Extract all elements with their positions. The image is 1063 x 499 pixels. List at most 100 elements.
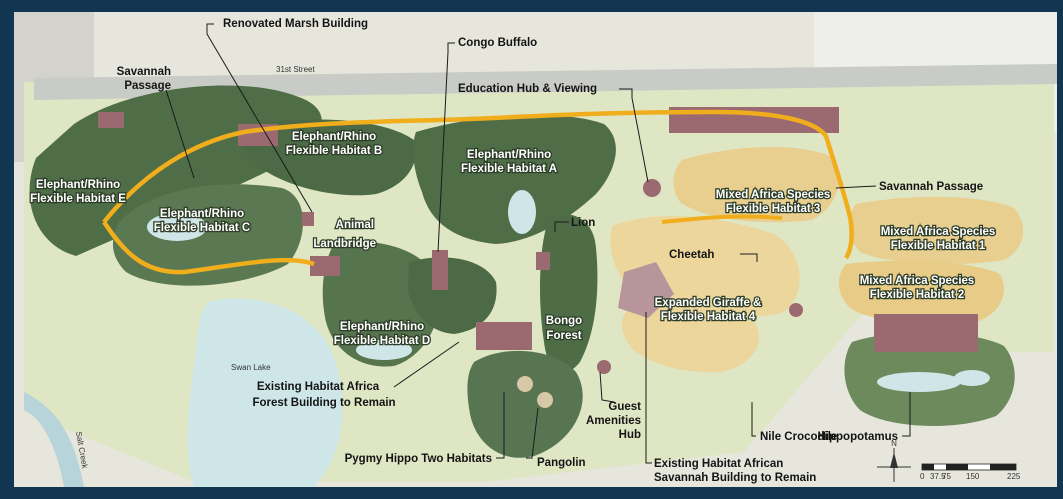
lion-building [536, 252, 550, 270]
scale-tick-4: 225 [1007, 472, 1021, 481]
zoo-master-plan-map: 31st Street Swan Lake Salt Creek [14, 12, 1057, 487]
label-education-hub: Education Hub & Viewing [458, 83, 597, 95]
label-bongo-forest-line2: Forest [546, 330, 581, 342]
giraffe-building [618, 262, 674, 318]
label-bongo-forest-line1: Bongo [546, 315, 582, 327]
label-mixed-1-line1: Mixed Africa Species [881, 226, 996, 238]
label-existing-forest-line2: Forest Building to Remain [252, 397, 395, 409]
label-elephant-c-line1: Elephant/Rhino [160, 208, 244, 220]
leader-pangolin [526, 407, 539, 459]
small-rotunda [789, 303, 803, 317]
street-label: 31st Street [276, 65, 315, 74]
label-nile-crocodile: Nile Crocodile [760, 431, 837, 443]
label-elephant-a-line1: Elephant/Rhino [467, 149, 551, 161]
guest-amenities-hub-building [597, 360, 611, 374]
label-guest-amenities-line1: Guest [608, 401, 641, 413]
leader-existing-savannah [645, 312, 652, 464]
savannah-zone-giraffe [621, 305, 759, 373]
label-cheetah: Cheetah [669, 249, 714, 261]
label-elephant-a-line2: Flexible Habitat A [461, 163, 557, 175]
label-mixed-3-line2: Flexible Habitat 3 [726, 203, 821, 215]
label-elephant-c-line2: Flexible Habitat C [154, 222, 251, 234]
north-arrow-icon: N [877, 439, 911, 482]
label-hippopotamus: Hippopotamus [818, 431, 899, 443]
habitat-zone-pygmy-hippo [467, 350, 583, 458]
savannah-passage-walkway [102, 109, 854, 260]
savannah-passage-walkway-south [102, 220, 315, 275]
scale-tick-1: 37.5 [930, 472, 946, 481]
habitat-zone-congo [408, 257, 497, 334]
habitat-zone-b [240, 119, 417, 196]
leader-congo-buffalo [437, 42, 455, 253]
scale-tick-2: 75 [942, 472, 951, 481]
label-savannah-passage-east: Savannah Passage [879, 181, 983, 193]
label-lion: Lion [571, 217, 595, 229]
hippo-pool [877, 372, 961, 392]
street-31st [34, 64, 1057, 100]
label-animal-landbridge-line1: Animal [336, 219, 374, 231]
label-animal-landbridge-line2: Landbridge [313, 238, 376, 250]
label-guest-amenities-line2: Amenities [586, 415, 641, 427]
salt-creek [24, 392, 84, 487]
label-elephant-b-line2: Flexible Habitat B [286, 145, 383, 157]
label-giraffe-line1: Expanded Giraffe & [655, 297, 762, 309]
leader-existing-forest [393, 341, 460, 388]
label-elephant-e-line2: Flexible Habitat E [30, 193, 126, 205]
savannah-passage-spur [661, 214, 783, 224]
habitat-zone-lion [539, 214, 598, 373]
renovated-marsh-building [302, 212, 314, 226]
leader-savannah-passage-west [165, 89, 195, 179]
pond-c [147, 213, 207, 241]
label-elephant-b-line1: Elephant/Rhino [292, 131, 376, 143]
pygmy-hippo-pod-1 [517, 376, 533, 392]
label-existing-savannah-line1: Existing Habitat African [654, 458, 783, 470]
scale-tick-3: 150 [966, 472, 980, 481]
label-pygmy-hippo: Pygmy Hippo Two Habitats [345, 453, 492, 465]
label-savannah-passage-west-line1: Savannah [117, 66, 171, 78]
label-guest-amenities-line3: Hub [619, 429, 641, 441]
label-existing-forest-line1: Existing Habitat Africa [257, 381, 380, 393]
pygmy-hippo-pod-2 [537, 392, 553, 408]
label-mixed-3-line1: Mixed Africa Species [716, 189, 831, 201]
label-renovated-marsh: Renovated Marsh Building [223, 18, 368, 30]
label-mixed-1-line2: Flexible Habitat 1 [891, 240, 986, 252]
leader-lion [554, 221, 569, 232]
leader-savannah-passage-east [835, 185, 877, 189]
savannah-zone-2 [838, 260, 1004, 324]
label-giraffe-line2: Flexible Habitat 4 [661, 311, 756, 323]
label-mixed-2-line2: Flexible Habitat 2 [870, 289, 965, 301]
north-arrow-label: N [891, 439, 897, 448]
label-elephant-d-line2: Flexible Habitat D [334, 335, 431, 347]
pond-d [356, 340, 412, 360]
pond-a [508, 190, 536, 234]
leader-education-hub [619, 88, 649, 183]
habitat-zone-a [413, 114, 616, 244]
scale-tick-0: 0 [920, 472, 925, 481]
existing-forest-building [476, 322, 532, 350]
leader-hippopotamus [902, 392, 911, 437]
savannah-zone-3 [673, 146, 840, 223]
leader-renovated-marsh [206, 23, 313, 213]
swan-lake-label: Swan Lake [231, 363, 271, 372]
scale-bar: 0 37.5 75 150 225 [920, 463, 1021, 481]
label-elephant-d-line1: Elephant/Rhino [340, 321, 424, 333]
leader-pygmy-hippo [496, 392, 505, 459]
building-landbridge [310, 256, 340, 276]
hippo-building [874, 314, 978, 352]
building-e [98, 112, 124, 128]
label-congo-buffalo: Congo Buffalo [458, 37, 537, 49]
leader-nile-crocodile [751, 402, 756, 437]
crocodile-pool [954, 370, 990, 386]
label-mixed-2-line1: Mixed Africa Species [860, 275, 975, 287]
label-existing-savannah-line2: Savannah Building to Remain [654, 472, 816, 484]
leader-cheetah [740, 253, 758, 262]
label-savannah-passage-west-line2: Passage [124, 80, 171, 92]
label-pangolin: Pangolin [537, 457, 586, 469]
label-elephant-e-line1: Elephant/Rhino [36, 179, 120, 191]
savannah-zone-1 [848, 196, 1024, 265]
swan-lake [187, 298, 343, 487]
education-viewing-rotunda [643, 179, 661, 197]
congo-buffalo-building [432, 250, 448, 290]
leader-guest-amenities [599, 371, 615, 403]
